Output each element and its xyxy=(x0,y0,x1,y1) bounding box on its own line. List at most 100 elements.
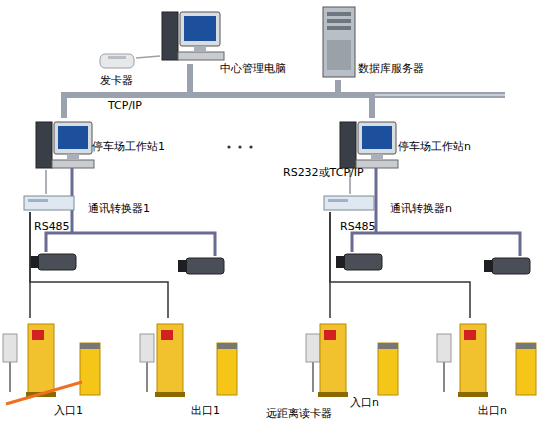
converter-body xyxy=(24,196,74,210)
barrier-box xyxy=(516,343,536,395)
entrance-gate: 入口1 xyxy=(26,318,56,398)
computer-icon xyxy=(162,12,224,60)
machine-base xyxy=(458,392,488,397)
workstation-icon xyxy=(36,122,94,168)
converter-icon xyxy=(324,196,374,210)
node-label: 出口1 xyxy=(191,404,220,417)
monitor-stand xyxy=(371,154,383,159)
gate-set xyxy=(437,324,536,397)
connector-line xyxy=(45,170,47,194)
connector-label: TCP/IP xyxy=(108,99,142,112)
ticket-machine xyxy=(460,324,486,394)
monitor-frame xyxy=(180,12,220,46)
server-bay xyxy=(327,26,351,30)
node-label: 发卡器 xyxy=(100,74,133,87)
connector-label: RS232或TCP/IP xyxy=(283,166,364,179)
server-case xyxy=(323,7,355,77)
node-label: 停车场工作站1 xyxy=(92,140,165,153)
converter: 通讯转换器n xyxy=(324,194,374,212)
connector-label: RS485 xyxy=(34,220,70,233)
reader-antenna xyxy=(3,334,17,362)
barrier-top xyxy=(217,343,237,349)
reader-pole xyxy=(443,362,445,392)
card-issuer-slot xyxy=(108,56,126,59)
central-computer: 中心管理电脑 xyxy=(160,8,224,64)
connector-line xyxy=(136,56,160,58)
reader-pole xyxy=(312,362,314,392)
barrier-top xyxy=(80,343,100,349)
camera-body xyxy=(344,254,382,270)
camera-icon xyxy=(336,254,382,270)
barrier-arm xyxy=(6,382,82,404)
monitor-screen xyxy=(58,126,88,149)
camera-body xyxy=(186,258,224,274)
connector-line xyxy=(330,212,470,318)
ellipsis-dot xyxy=(238,145,241,148)
converter-stripe xyxy=(328,199,348,202)
exit-gate: 出口n xyxy=(458,318,488,398)
gate-set xyxy=(306,324,398,397)
camera-wire xyxy=(46,233,215,256)
converter-stripe xyxy=(28,199,48,202)
reader-pole xyxy=(146,362,148,392)
entrance-gate: 入口n xyxy=(318,318,348,398)
database-server: 数据库服务器 xyxy=(320,6,356,80)
workstation: 停车场工作站n xyxy=(338,118,398,170)
server-bay xyxy=(327,12,351,16)
server-panel xyxy=(327,40,351,70)
monitor-screen xyxy=(184,16,216,41)
node-label: 数据库服务器 xyxy=(358,62,424,75)
barrier-top xyxy=(516,343,536,349)
reader-antenna xyxy=(437,334,451,362)
ellipsis-dot xyxy=(227,145,230,148)
connector-line xyxy=(64,64,190,118)
camera-icon xyxy=(484,258,530,274)
monitor-frame xyxy=(54,122,92,154)
monitor-frame xyxy=(358,122,396,154)
pc-tower xyxy=(36,122,52,168)
barrier-box xyxy=(80,343,100,395)
barrier-top xyxy=(378,343,398,349)
machine-display xyxy=(464,330,476,340)
gate-set xyxy=(3,324,100,404)
connector-label: RS485 xyxy=(340,220,376,233)
node-label: 通讯转换器n xyxy=(390,202,452,215)
machine-display xyxy=(324,330,336,340)
card-issuer-icon xyxy=(100,54,134,68)
converter-icon xyxy=(24,196,74,210)
node-label: 中心管理电脑 xyxy=(220,62,286,75)
node-label: 入口n xyxy=(350,396,379,409)
barrier-box xyxy=(217,343,237,395)
reader-antenna xyxy=(140,334,154,362)
node-label: 入口1 xyxy=(54,404,83,417)
converter-body xyxy=(324,196,374,210)
monitor-stand xyxy=(194,46,206,51)
keyboard xyxy=(178,52,224,60)
pc-tower xyxy=(340,122,356,168)
camera-icon xyxy=(30,254,76,270)
camera-lens xyxy=(336,256,345,268)
ellipsis-dot xyxy=(249,145,252,148)
server-icon xyxy=(323,7,355,77)
connector-line xyxy=(30,212,168,318)
camera-lens xyxy=(30,256,39,268)
machine-base xyxy=(155,392,185,397)
server-bay xyxy=(327,19,351,23)
reader-pole xyxy=(9,362,11,392)
camera-lens xyxy=(178,260,187,272)
barrier-box xyxy=(378,343,398,395)
exit-gate: 出口1 xyxy=(155,318,185,398)
ticket-machine xyxy=(28,324,54,394)
machine-display xyxy=(161,330,173,340)
card-issuer: 发卡器 xyxy=(98,50,136,72)
pc-tower xyxy=(162,12,178,60)
camera-body xyxy=(492,258,530,274)
device-label: 远距离读卡器 xyxy=(266,407,332,420)
reader-antenna xyxy=(306,334,320,362)
camera-wire xyxy=(352,233,520,256)
card-issuer-body xyxy=(100,54,134,68)
ticket-machine xyxy=(320,324,346,394)
camera-lens xyxy=(484,260,493,272)
